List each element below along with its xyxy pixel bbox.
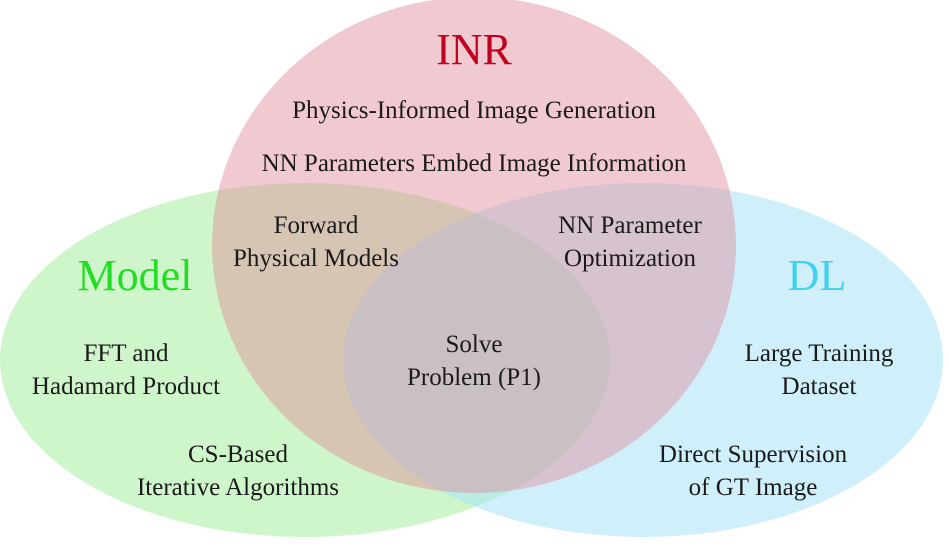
inr-dl-label-1: NN Parameter <box>558 212 702 239</box>
dl-title: DL <box>788 251 847 300</box>
dl-circle <box>343 183 943 537</box>
inr-label-1: Physics-Informed Image Generation <box>292 97 656 124</box>
model-item2-line1: CS-Based <box>188 441 289 468</box>
dl-item1-line1: Large Training <box>745 340 894 367</box>
model-item1-line2: Hadamard Product <box>32 373 220 400</box>
model-title: Model <box>78 251 193 300</box>
inr-label-2: NN Parameters Embed Image Information <box>262 150 687 177</box>
model-item1-line1: FFT and <box>84 340 169 367</box>
dl-item1-line2: Dataset <box>782 373 857 400</box>
inr-model-label-2: Physical Models <box>233 245 399 272</box>
inr-dl-label-2: Optimization <box>564 245 696 272</box>
center-label-2: Problem (P1) <box>407 364 541 391</box>
inr-title: INR <box>436 25 512 74</box>
dl-item2-line2: of GT Image <box>689 474 818 501</box>
model-item2-line2: Iterative Algorithms <box>137 474 339 501</box>
dl-item2-line1: Direct Supervision <box>659 441 848 468</box>
inr-circle <box>212 0 736 493</box>
center-label-1: Solve <box>446 331 503 358</box>
inr-model-label-1: Forward <box>274 212 359 239</box>
